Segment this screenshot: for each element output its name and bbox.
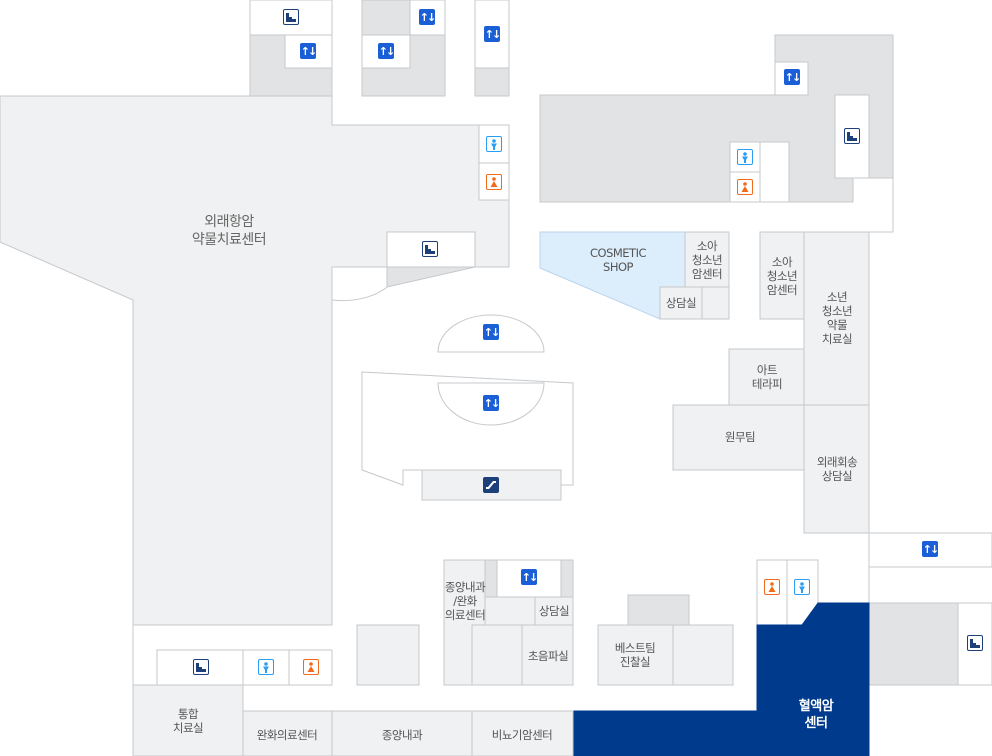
- label-hemato-cancer: 혈액암 센터: [798, 699, 834, 731]
- elevator-room: [868, 532, 992, 568]
- elevator-icon: ↑↓: [922, 541, 939, 557]
- female-restroom-icon: [764, 579, 780, 595]
- room-integrated[interactable]: [132, 684, 244, 756]
- stairs-icon: [844, 128, 860, 144]
- room-small: [701, 286, 730, 320]
- label-cosmetic: COSMETIC SHOP: [589, 246, 647, 274]
- room-best-team[interactable]: [597, 624, 674, 686]
- elevator-room: [409, 0, 446, 36]
- elevator-icon: ↑↓: [521, 569, 538, 585]
- stairs-icon: [422, 241, 438, 257]
- room-palliative[interactable]: [242, 710, 333, 756]
- elevator-icon: ↑↓: [483, 395, 500, 411]
- male-restroom-icon: [737, 149, 753, 165]
- room-ped-cancer-2[interactable]: [759, 231, 805, 320]
- male-restroom-icon: [794, 579, 810, 595]
- label-oncology-chemo: 외래항암 약물치료센터: [191, 214, 267, 248]
- room-admin[interactable]: [672, 404, 805, 471]
- stairs-icon: [967, 635, 983, 651]
- label-oncology: 종양내과: [381, 728, 423, 742]
- label-onc-palliative: 종양내과 /완화 의료센터: [444, 580, 486, 622]
- male-restroom-icon: [486, 136, 502, 152]
- label-ultrasound: 초음파실: [527, 649, 569, 663]
- label-ped-cancer-1: 소아 청소년 암센터: [691, 239, 723, 281]
- stairs-icon: [193, 659, 209, 675]
- stair-landing: [386, 266, 476, 288]
- door-arc: [331, 267, 388, 302]
- room-ped-cancer-1[interactable]: [684, 231, 730, 288]
- room-urology[interactable]: [471, 710, 574, 756]
- right-block: [868, 602, 959, 686]
- room-outpatient-counsel[interactable]: [803, 404, 870, 534]
- elevator-icon: ↑↓: [378, 43, 395, 59]
- label-counsel-2: 상담실: [538, 604, 570, 618]
- elevator-icon: ↑↓: [484, 26, 501, 42]
- male-restroom-icon: [258, 659, 274, 675]
- label-urology: 비뇨기암센터: [491, 728, 553, 742]
- room-unlabeled: [356, 624, 420, 686]
- female-restroom-icon: [486, 174, 502, 190]
- room-oncology-chemo[interactable]: [0, 95, 510, 626]
- room-youth-chemo[interactable]: [803, 231, 870, 406]
- room-counsel-2[interactable]: [534, 596, 574, 626]
- elevator-icon: ↑↓: [300, 43, 317, 59]
- female-restroom-icon: [303, 659, 319, 675]
- elevator-icon: ↑↓: [784, 69, 801, 85]
- room-ultrasound[interactable]: [521, 624, 574, 686]
- label-art-therapy: 아트 테라피: [751, 363, 783, 391]
- label-youth-chemo: 소년 청소년 약물 치료실: [821, 290, 853, 346]
- label-palliative: 완화의료센터: [256, 728, 318, 742]
- elevator-icon: ↑↓: [483, 324, 500, 340]
- room-counsel-1[interactable]: [659, 286, 703, 320]
- female-restroom-icon: [737, 179, 753, 195]
- stairs-icon: [283, 9, 299, 25]
- label-counsel-1: 상담실: [665, 296, 697, 310]
- label-best-team: 베스트팀 진찰실: [614, 641, 656, 669]
- label-admin: 원무팀: [724, 430, 756, 444]
- escalator-icon: [483, 477, 499, 493]
- room-hemato-cancer[interactable]: [572, 602, 870, 756]
- elevator-icon: ↑↓: [419, 9, 436, 25]
- label-outpatient-counsel: 외래회송 상담실: [816, 455, 858, 483]
- label-ped-cancer-2: 소아 청소년 암센터: [766, 255, 798, 297]
- label-integrated: 통합 치료실: [172, 707, 204, 735]
- restroom-strip: [156, 649, 333, 686]
